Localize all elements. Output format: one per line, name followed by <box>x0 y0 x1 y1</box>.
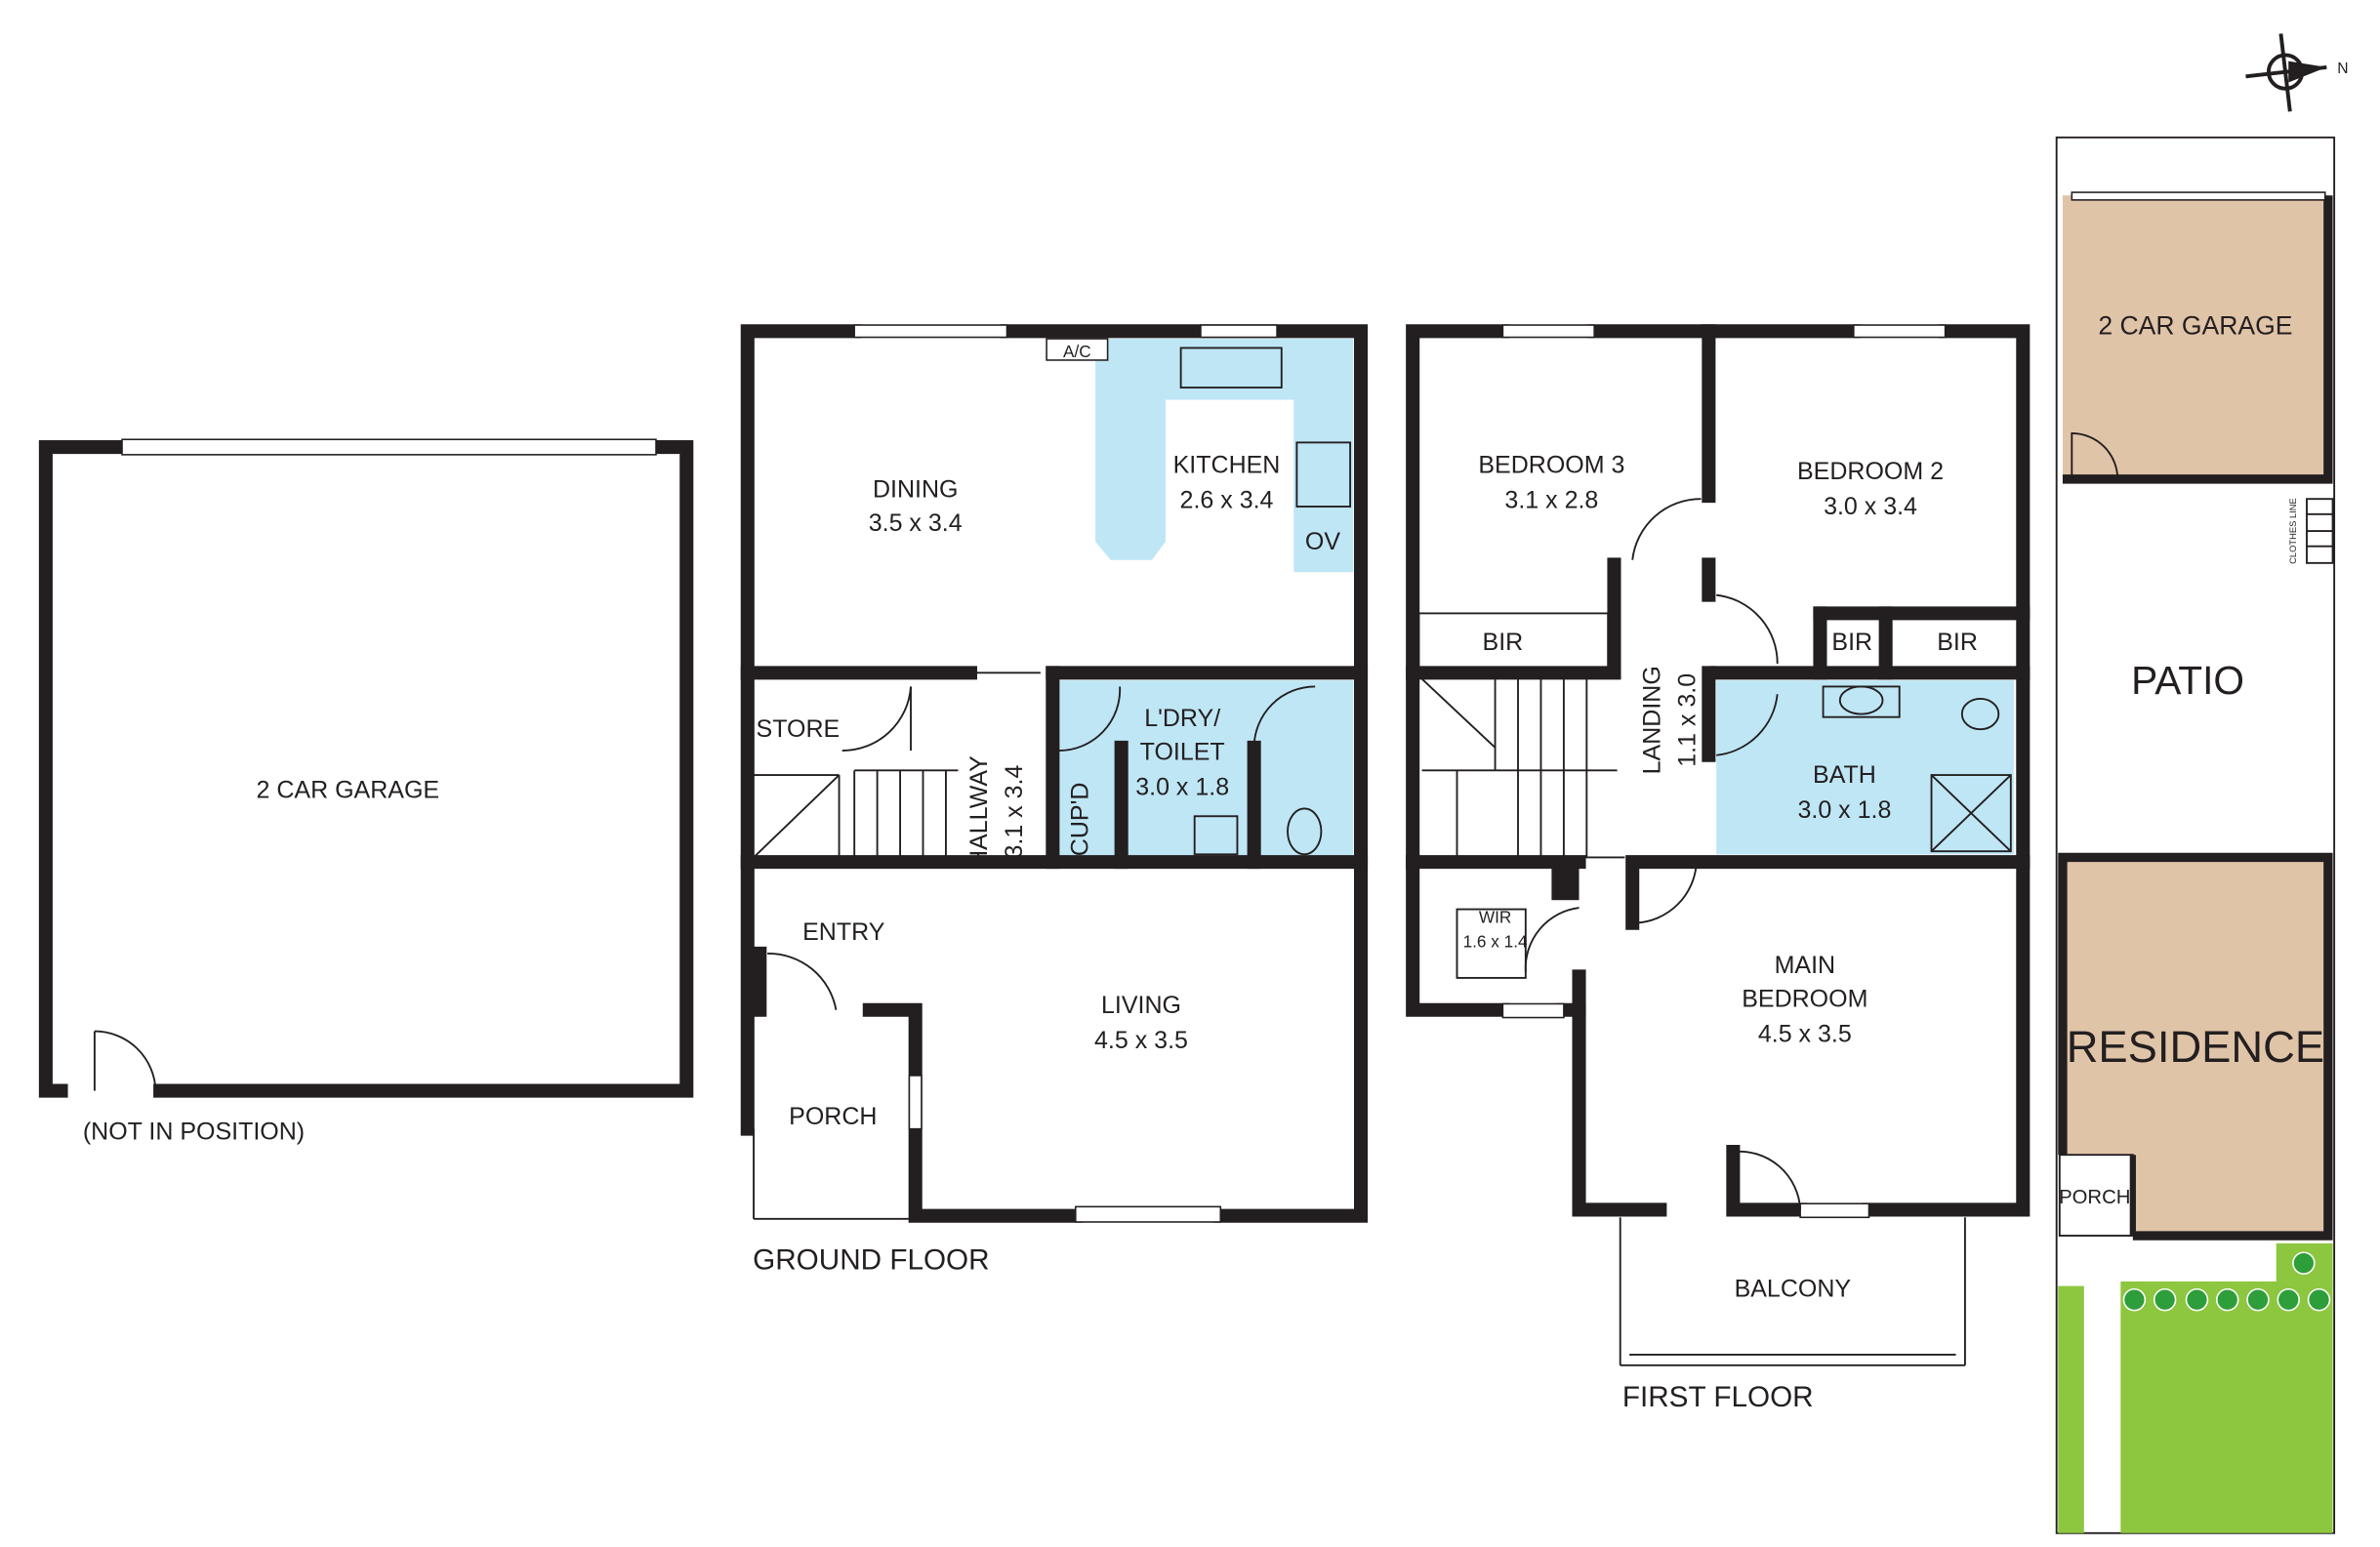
balcony-label: BALCONY <box>1735 1276 1852 1303</box>
hallway-label: HALLWAY <box>965 755 993 868</box>
entry-label: ENTRY <box>802 918 885 946</box>
porch-label: PORCH <box>789 1103 877 1130</box>
site-porch-label: PORCH <box>2059 1187 2130 1208</box>
kitchen-label: KITCHEN <box>1173 452 1281 479</box>
dining-size: 3.5 x 3.4 <box>869 509 963 537</box>
wir-label: WIR <box>1479 908 1511 927</box>
residence-label: RESIDENCE <box>2067 1022 2324 1072</box>
oven-label: OV <box>1305 528 1340 555</box>
main-bedroom-label-2: BEDROOM <box>1742 986 1867 1013</box>
dining-label: DINING <box>873 476 959 504</box>
bedroom2-label: BEDROOM 2 <box>1797 458 1944 485</box>
bedroom3-size: 3.1 x 2.8 <box>1504 487 1598 514</box>
ground-floor: DINING 3.5 x 3.4 KITCHEN 2.6 x 3.4 OV A/… <box>740 324 1369 1276</box>
north-arrow-icon: N <box>2245 33 2349 112</box>
clothes-line-label: CLOTHES LINE <box>2288 498 2298 564</box>
laundry-area <box>1058 680 1354 858</box>
tree-icon <box>2153 1287 2177 1312</box>
bir-label: BIR <box>1483 629 1524 656</box>
patio-label: PATIO <box>2131 658 2244 703</box>
hallway-size: 3.1 x 3.4 <box>1001 765 1028 859</box>
tree-icon <box>2307 1287 2331 1312</box>
tree-icon <box>2292 1251 2316 1275</box>
bedroom3-label: BEDROOM 3 <box>1478 452 1624 479</box>
site-plan: 2 CAR GARAGE CLOTHES LINE PATIO RESIDENC… <box>2055 136 2336 1534</box>
detached-garage: 2 CAR GARAGE (NOT IN POSITION) <box>38 438 694 1146</box>
first-floor-title: FIRST FLOOR <box>1622 1381 1814 1413</box>
kitchen-area <box>1095 339 1354 573</box>
main-bedroom-size: 4.5 x 3.5 <box>1758 1021 1852 1048</box>
tree-icon <box>2246 1287 2270 1312</box>
site-garage-label: 2 CAR GARAGE <box>2098 310 2292 340</box>
trees <box>2122 1251 2331 1312</box>
toilet-label: TOILET <box>1140 738 1225 765</box>
tree-icon <box>2215 1287 2239 1312</box>
bir-label: BIR <box>1937 629 1978 656</box>
living-label: LIVING <box>1101 992 1181 1019</box>
north-label: N <box>2337 61 2348 77</box>
tree-icon <box>2122 1287 2147 1312</box>
garage-note: (NOT IN POSITION) <box>83 1119 305 1146</box>
first-floor: BEDROOM 3 3.1 x 2.8 BEDROOM 2 3.0 x 3.4 … <box>1406 324 2031 1413</box>
grass-area <box>2120 1281 2333 1533</box>
ground-floor-title: GROUND FLOOR <box>753 1243 989 1276</box>
tree-icon <box>2185 1287 2209 1312</box>
bir-label: BIR <box>1831 629 1872 656</box>
kitchen-size: 2.6 x 3.4 <box>1180 487 1274 514</box>
bedroom2-size: 3.0 x 3.4 <box>1824 493 1917 520</box>
garage-label: 2 CAR GARAGE <box>257 777 440 804</box>
bath-label: BATH <box>1813 761 1876 789</box>
bath-area <box>1716 680 2014 855</box>
wir-size: 1.6 x 1.4 <box>1463 932 1528 952</box>
tree-icon <box>2277 1287 2300 1312</box>
landing-label: LANDING <box>1638 666 1665 774</box>
landing-size: 1.1 x 3.0 <box>1673 673 1701 767</box>
laundry-label: L'DRY/ <box>1144 705 1220 732</box>
store-label: STORE <box>757 715 841 743</box>
ac-label: A/C <box>1063 342 1091 361</box>
living-size: 4.5 x 3.5 <box>1094 1027 1188 1054</box>
bath-size: 3.0 x 1.8 <box>1797 796 1891 824</box>
laundry-size: 3.0 x 1.8 <box>1135 773 1229 800</box>
site-garage <box>2062 195 2328 479</box>
main-bedroom-label: MAIN <box>1775 952 1836 979</box>
cupboard-label: CUP'D <box>1066 783 1093 857</box>
